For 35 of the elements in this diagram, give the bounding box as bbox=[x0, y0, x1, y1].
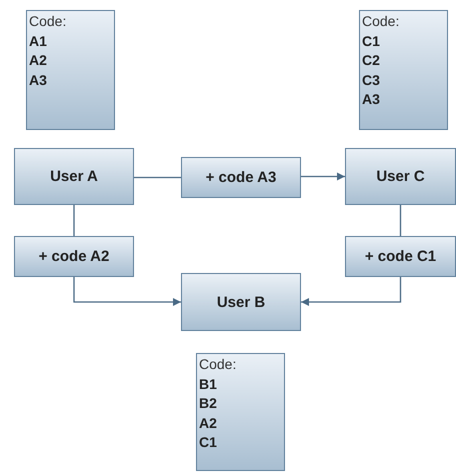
code-item: A1 bbox=[29, 32, 47, 50]
process-box bbox=[14, 236, 134, 277]
code-item: C3 bbox=[362, 70, 380, 90]
process-box bbox=[14, 148, 134, 205]
process-box bbox=[345, 236, 456, 277]
arrow bbox=[73, 277, 181, 306]
node-label: + code C1 bbox=[364, 248, 436, 265]
node-label: User B bbox=[216, 294, 266, 310]
arrow bbox=[301, 172, 345, 180]
code-item: C2 bbox=[362, 51, 380, 70]
process-box bbox=[181, 157, 301, 198]
connector-line bbox=[400, 205, 402, 236]
node-label: User C bbox=[376, 168, 425, 185]
code-list-box bbox=[26, 10, 115, 130]
code-list-box bbox=[196, 353, 285, 471]
list-heading: Code: bbox=[199, 355, 236, 374]
code-item: A2 bbox=[199, 414, 217, 432]
code-item: C1 bbox=[362, 32, 380, 50]
arrow bbox=[301, 277, 402, 306]
code-item: B2 bbox=[199, 394, 217, 413]
process-box bbox=[181, 273, 301, 331]
code-item: A3 bbox=[29, 70, 47, 90]
connector-line bbox=[134, 176, 181, 178]
code-item: A2 bbox=[29, 51, 47, 70]
node-label: + code A2 bbox=[38, 248, 110, 265]
list-heading: Code: bbox=[29, 12, 66, 31]
code-item: A3 bbox=[362, 90, 380, 109]
connector-line bbox=[73, 205, 75, 236]
list-heading: Code: bbox=[362, 12, 400, 31]
code-list-box bbox=[359, 10, 448, 130]
code-item: C1 bbox=[199, 433, 217, 452]
node-label: + code A3 bbox=[206, 169, 276, 186]
node-label: User A bbox=[50, 168, 98, 185]
code-item: B1 bbox=[199, 374, 217, 394]
process-box bbox=[345, 148, 456, 205]
